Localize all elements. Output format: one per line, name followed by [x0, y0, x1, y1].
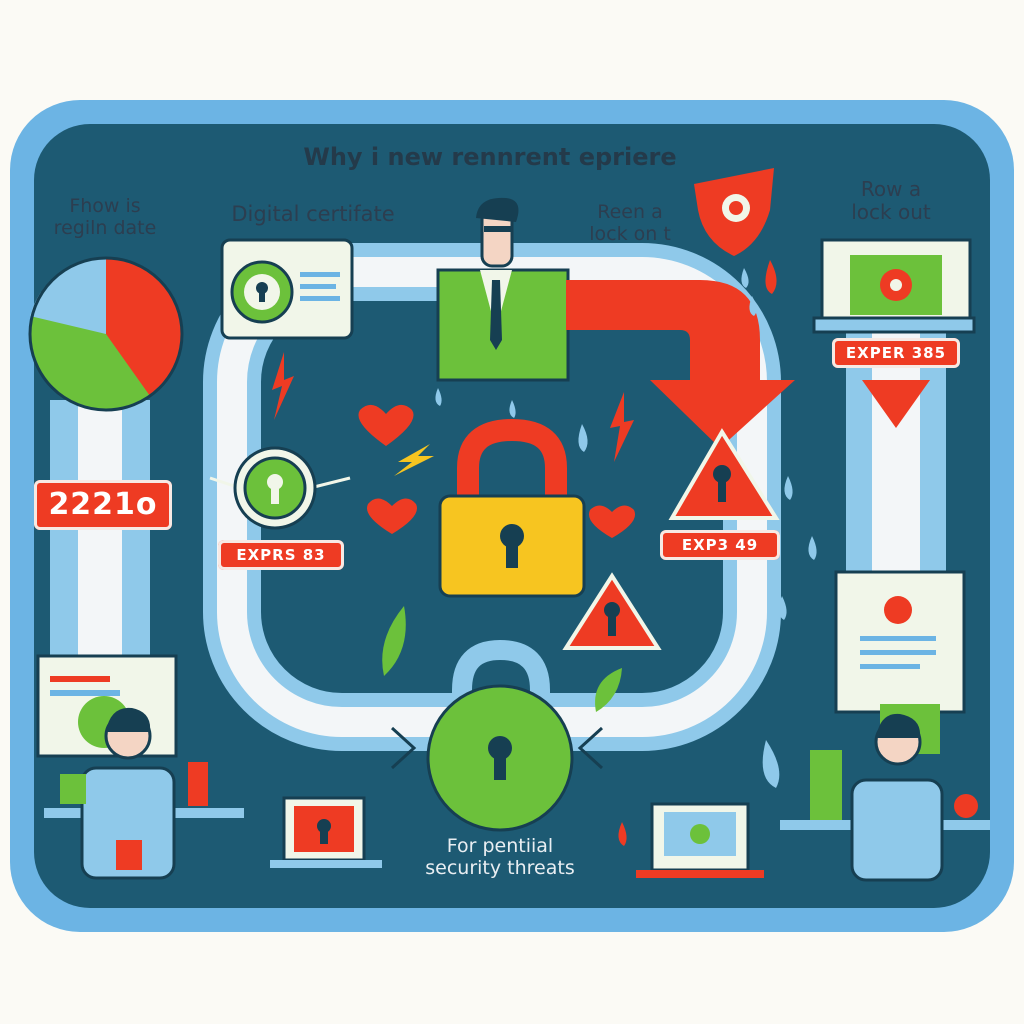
pie-chart-icon	[28, 256, 184, 412]
diagram-title: Why i new rennrent epriere	[303, 143, 677, 171]
badge-right-top: EXPER 385	[832, 338, 960, 368]
person-at-desk-left	[36, 654, 244, 880]
padlock-icon	[438, 418, 586, 598]
lightning-icon	[272, 352, 294, 420]
heart-icon	[358, 404, 414, 446]
lock-out-card-icon	[812, 238, 976, 428]
lightning-icon	[610, 392, 634, 462]
drop-icon	[784, 476, 793, 500]
drop-icon	[762, 740, 780, 788]
leaf-icon	[595, 668, 622, 712]
badge-left-big: 2221o	[34, 480, 172, 530]
badge-right-small: EXP3 49	[660, 530, 780, 560]
heart-icon	[367, 498, 417, 534]
red-arrow-icon	[566, 280, 795, 448]
laptop-icon	[636, 802, 764, 878]
drop-icon	[509, 400, 516, 418]
label-certificate: Digital certifate	[231, 202, 395, 226]
green-padlock-icon	[426, 639, 574, 832]
document-icon	[834, 570, 966, 714]
lightning-icon	[394, 444, 434, 476]
person-at-desk-right	[780, 704, 990, 882]
warning-icon	[562, 572, 662, 650]
chevron-right-icon	[390, 726, 417, 770]
drop-icon	[578, 424, 588, 452]
drop-icon	[435, 388, 442, 406]
chevron-left-icon	[577, 726, 604, 770]
badge-left-small: EXPRS 83	[218, 540, 344, 570]
laptop-icon	[270, 796, 382, 868]
certificate-card-icon	[220, 238, 354, 340]
drop-icon	[749, 296, 757, 316]
shield-icon	[694, 168, 774, 256]
leaf-icon	[382, 606, 406, 676]
drop-icon	[741, 268, 749, 288]
warning-icon	[668, 428, 780, 520]
drop-icon	[808, 536, 817, 560]
drop-icon	[778, 596, 787, 620]
heart-icon	[588, 505, 636, 538]
keyhole-node-icon	[209, 446, 351, 530]
drop-icon	[618, 822, 627, 846]
drop-icon	[765, 260, 777, 294]
